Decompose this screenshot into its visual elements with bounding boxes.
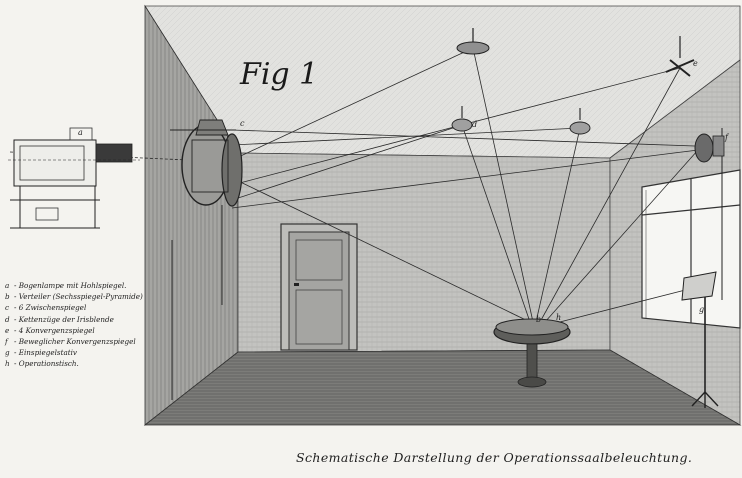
label-lamp: a [78,128,83,137]
legend-item-h: h- Operationstisch. [5,359,79,369]
mirror-f-movable [694,128,725,300]
mirror-e-3 [451,106,473,132]
door [280,223,358,351]
legend-item-a: a- Bogenlampe mit Hohlspiegel. [5,281,127,290]
legend-item-b: b- Verteiler (Sechsspiegel-Pyramide) [5,292,143,302]
mirror-e-4 [569,108,591,135]
operating-table [493,318,571,388]
label-table: h [556,313,561,322]
mirror-e-2 [665,36,695,77]
label-mirror-f: f [724,133,730,142]
distributor-assembly [170,119,243,305]
label-mirror-c: c [240,119,245,128]
lamp-detail-inset [8,127,140,229]
legend-item-f: f- Beweglicher Konvergenzspiegel [5,337,136,347]
legend-item-g: g- Einspiegelstativ [5,348,77,358]
mirror-e-1 [456,28,490,55]
single-mirror-stand [681,271,719,408]
floor [143,349,742,426]
label-mirror-e: e [693,59,698,68]
label-distributor: b [536,315,541,324]
figure-caption: Schematische Darstellung der Operationss… [296,450,693,465]
label-mirror-d: d [472,120,477,129]
figure-label: Fig 1 [239,57,318,92]
legend-item-c: c- 6 Zwischenspiegel [5,303,87,313]
window [641,169,741,329]
legend: a- Bogenlampe mit Hohlspiegel. b- Vertei… [5,280,165,370]
legend-item-e: e- 4 Konvergenzspiegel [5,325,95,335]
legend-item-d: d- Kettenzüge der Irisblende [5,314,114,324]
label-stand: g [699,305,704,314]
